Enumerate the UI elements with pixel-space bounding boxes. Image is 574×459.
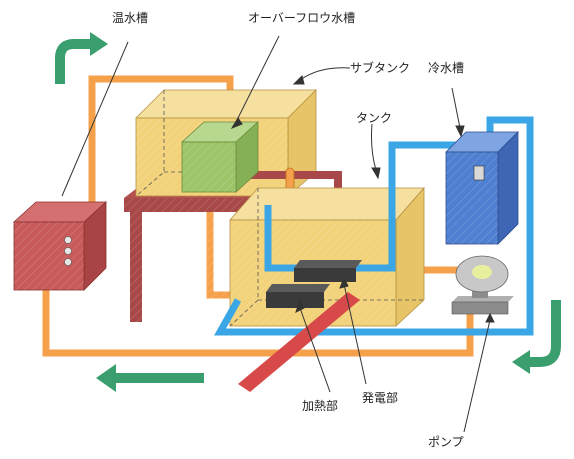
pump-unit [451, 255, 514, 315]
red-diagonal-pipe [238, 292, 360, 392]
hot-water-box [12, 201, 108, 291]
flow-arrow-bottom-left [96, 364, 204, 392]
label-hot-tank: 温水槽 [112, 11, 148, 25]
heating-module-bottom [266, 284, 330, 308]
label-tank: タンク [356, 111, 392, 125]
cold-water-box [445, 131, 519, 245]
label-pump: ポンプ [428, 435, 464, 449]
label-cold-tank: 冷水槽 [428, 61, 464, 75]
overflow-tank-box [180, 121, 260, 193]
label-power-unit: 発電部 [362, 390, 398, 405]
main-tank-box [229, 186, 425, 327]
flow-arrow-bottom-right [512, 300, 561, 374]
power-module-top [294, 260, 362, 282]
label-sub-tank: サブタンク [350, 60, 410, 75]
label-overflow-tank: オーバーフロウ水槽 [248, 11, 355, 25]
leader-lines [61, 35, 495, 433]
flow-arrow-top-left [55, 32, 108, 84]
label-heating-unit: 加熱部 [302, 398, 338, 413]
